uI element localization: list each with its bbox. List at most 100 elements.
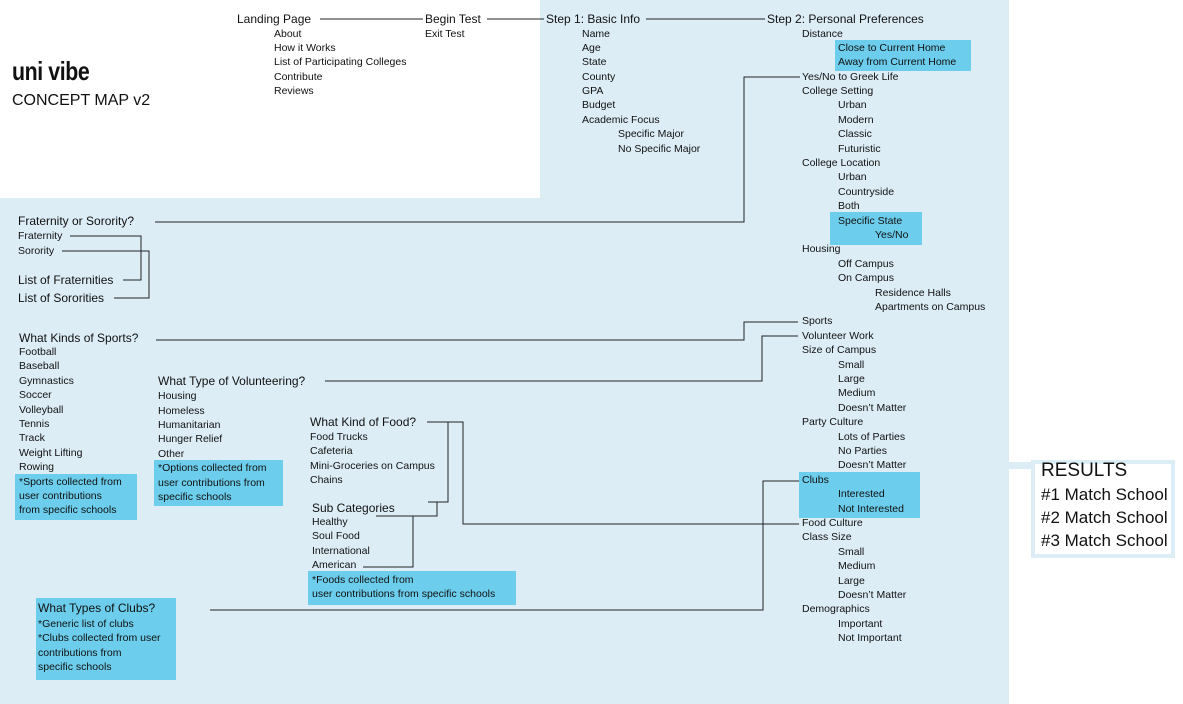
clubs-note: *Generic list of clubs — [38, 618, 134, 630]
step2-setting: College Setting — [802, 85, 874, 97]
step2-option: Small — [838, 359, 865, 371]
step2-option: Medium — [838, 387, 876, 399]
step2-housing: Housing — [802, 243, 841, 255]
food-note: *Foods collected from — [312, 574, 414, 586]
step1-item: Age — [582, 42, 601, 54]
landing-item-about: About — [274, 28, 302, 40]
step2-option: Doesn’t Matter — [838, 402, 907, 414]
step2-option: Both — [838, 200, 860, 212]
food-item: Cafeteria — [310, 445, 353, 457]
step2-demographics: Demographics — [802, 603, 870, 615]
step2-option: Off Campus — [838, 258, 894, 270]
step2-option: Large — [838, 575, 865, 587]
sports-item: Tennis — [19, 418, 50, 430]
step2-suboption: Apartments on Campus — [875, 301, 986, 313]
step2-location: College Location — [802, 157, 881, 169]
step2-distance: Distance — [802, 28, 843, 40]
food-sub-item: Soul Food — [312, 530, 360, 542]
food-item: Chains — [310, 474, 343, 486]
sports-item: Football — [19, 346, 57, 358]
food-sub-title: Sub Categories — [312, 501, 395, 515]
step2-option: No Parties — [838, 445, 888, 457]
step2-option: Large — [838, 373, 865, 385]
sports-item: Track — [19, 432, 45, 444]
step2-option: Doesn’t Matter — [838, 459, 907, 471]
step2-suboption: Residence Halls — [875, 287, 951, 299]
sports-note: from specific schools — [19, 504, 117, 516]
food-note: user contributions from specific schools — [312, 588, 496, 600]
step2-option: Yes/No — [875, 229, 909, 241]
volunteer-note-highlight — [154, 460, 283, 506]
landing-item-colleges: List of Participating Colleges — [274, 56, 407, 68]
step1-item: GPA — [582, 85, 604, 97]
food-title: What Kind of Food? — [310, 415, 417, 429]
step2-option: Specific State — [838, 215, 903, 227]
results-box — [1031, 460, 1175, 558]
volunteer-note: *Options collected from — [158, 462, 267, 474]
sports-note-highlight — [15, 474, 137, 520]
step2-option: Urban — [838, 171, 867, 183]
greek-item: Sorority — [18, 245, 55, 257]
results-title: RESULTS — [1041, 460, 1128, 481]
food-note-highlight — [308, 571, 516, 605]
step2-option: Small — [838, 546, 865, 558]
volunteer-item: Hunger Relief — [158, 433, 223, 445]
greek-list: List of Sororities — [18, 291, 105, 305]
step2-clubs: Clubs — [802, 474, 829, 486]
volunteer-item: Other — [158, 448, 185, 460]
food-sub-item: American — [312, 559, 357, 571]
clubs-note: *Clubs collected from user — [38, 632, 161, 644]
food-sub-item: International — [312, 545, 370, 557]
step2-option: Important — [838, 618, 883, 630]
volunteer-title: What Type of Volunteering? — [158, 374, 306, 388]
exit-test-node: Exit Test — [425, 28, 465, 40]
sports-item: Soccer — [19, 389, 52, 401]
clubs-highlight — [799, 472, 920, 518]
step2-option: Not Important — [838, 632, 902, 644]
step1-subitem: Specific Major — [618, 128, 684, 140]
brand-title: uni vibe — [12, 56, 90, 86]
sports-item: Gymnastics — [19, 375, 74, 387]
step2-title: Step 2: Personal Preferences — [767, 12, 924, 26]
step2-option: Modern — [838, 114, 874, 126]
sports-note: user contributions — [19, 490, 102, 502]
results-item: #1 Match School — [1041, 485, 1168, 504]
step2-volunteer: Volunteer Work — [802, 330, 874, 342]
step1-title: Step 1: Basic Info — [546, 12, 641, 26]
step1-item: Academic Focus — [582, 114, 660, 126]
step1-subitem: No Specific Major — [618, 143, 701, 155]
brand-subtitle: CONCEPT MAP v2 — [12, 92, 151, 109]
landing-item-contribute: Contribute — [274, 71, 323, 83]
step2-option: Interested — [838, 488, 885, 500]
sports-note: *Sports collected from — [19, 476, 122, 488]
greek-item: Fraternity — [18, 230, 63, 242]
step2-option: Classic — [838, 128, 872, 140]
landing-item-reviews: Reviews — [274, 85, 314, 97]
map-panel-top — [540, 0, 1009, 200]
food-item: Food Trucks — [310, 431, 368, 443]
sports-item: Weight Lifting — [19, 447, 83, 459]
step1-item: Budget — [582, 99, 616, 111]
step2-option: Countryside — [838, 186, 895, 198]
food-sub-item: Healthy — [312, 516, 348, 528]
step2-party: Party Culture — [802, 416, 864, 428]
greek-list: List of Fraternities — [18, 273, 114, 287]
step2-sports: Sports — [802, 315, 833, 327]
sports-item: Rowing — [19, 461, 55, 473]
food-item: Mini-Groceries on Campus — [310, 460, 435, 472]
distance-highlight — [835, 40, 971, 71]
step1-item: State — [582, 56, 607, 68]
step2-size: Size of Campus — [802, 344, 877, 356]
volunteer-item: Homeless — [158, 405, 205, 417]
step2-option: Lots of Parties — [838, 431, 906, 443]
clubs-note-highlight — [36, 598, 176, 680]
sports-title: What Kinds of Sports? — [19, 331, 139, 345]
begin-test-node: Begin Test — [425, 12, 481, 26]
step2-class-size: Class Size — [802, 531, 852, 543]
results-item: #2 Match School — [1041, 508, 1168, 527]
step2-option: On Campus — [838, 272, 895, 284]
landing-page-node: Landing Page — [237, 12, 312, 26]
sports-item: Volleyball — [19, 404, 64, 416]
clubs-note: specific schools — [38, 661, 112, 673]
